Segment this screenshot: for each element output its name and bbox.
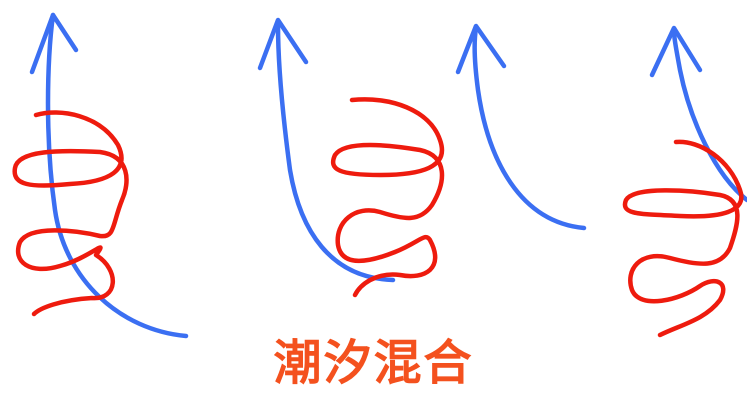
current-arrow-3	[472, 25, 587, 231]
panel-1	[12, 12, 189, 339]
mixing-spiral-4	[622, 139, 744, 338]
current-arrow-1	[45, 12, 189, 339]
panel-3	[455, 23, 587, 231]
mixing-spiral-2	[330, 97, 445, 298]
panel-2	[257, 17, 445, 298]
caption-title: 潮汐混合	[273, 335, 474, 391]
current-arrow-2	[275, 22, 396, 283]
arrowhead-4	[649, 25, 703, 78]
arrowhead-1	[29, 12, 79, 75]
arrowhead-2	[257, 17, 309, 71]
panel-4	[622, 25, 747, 338]
current-arrow-4	[671, 27, 747, 203]
mixing-spiral-1	[12, 110, 129, 317]
arrowhead-3	[455, 23, 507, 75]
